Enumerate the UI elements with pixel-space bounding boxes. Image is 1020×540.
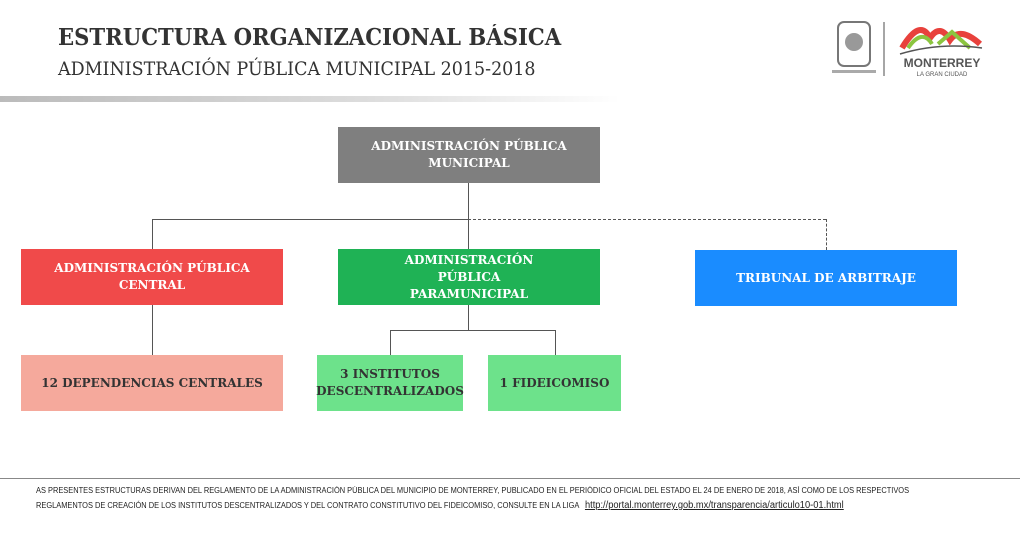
node-central: ADMINISTRACIÓN PÚBLICA CENTRAL xyxy=(21,249,283,305)
connector xyxy=(390,330,391,355)
svg-text:MONTERREY: MONTERREY xyxy=(904,56,981,70)
svg-text:LA GRAN CIUDAD: LA GRAN CIUDAD xyxy=(917,72,968,78)
footer-line-2: REGLAMENTOS DE CREACIÓN DE LOS INSTITUTO… xyxy=(36,501,580,510)
page-title: ESTRUCTURA ORGANIZACIONAL BÁSICA xyxy=(58,24,562,51)
node-institutos: 3 INSTITUTOS DESCENTRALIZADOS xyxy=(316,355,464,411)
connector xyxy=(152,305,153,355)
connector xyxy=(152,219,153,249)
connector xyxy=(468,305,469,330)
coat-of-arms-icon xyxy=(832,21,876,73)
dashed-connector xyxy=(826,219,827,250)
connector xyxy=(555,330,556,355)
connector xyxy=(390,330,555,331)
footer-line-1: AS PRESENTES ESTRUCTURAS DERIVAN DEL REG… xyxy=(36,486,910,495)
node-dependencias: 12 DEPENDENCIAS CENTRALES xyxy=(21,355,283,411)
footer-divider xyxy=(0,478,1020,479)
node-paramunicipal: ADMINISTRACIÓN PÚBLICA PARAMUNICIPAL xyxy=(338,249,600,305)
transparency-link[interactable]: http://portal.monterrey.gob.mx/transpare… xyxy=(584,500,844,511)
node-tribunal: TRIBUNAL DE ARBITRAJE xyxy=(695,250,957,306)
node-root: ADMINISTRACIÓN PÚBLICA MUNICIPAL xyxy=(338,127,600,183)
monterrey-logo: MONTERREY LA GRAN CIUDAD xyxy=(832,21,983,78)
node-fideicomiso: 1 FIDEICOMISO xyxy=(488,355,621,411)
footer-note: AS PRESENTES ESTRUCTURAS DERIVAN DEL REG… xyxy=(36,483,909,513)
dashed-connector xyxy=(468,219,826,220)
page-subtitle: ADMINISTRACIÓN PÚBLICA MUNICIPAL 2015-20… xyxy=(58,58,536,80)
connector xyxy=(152,219,468,220)
connector xyxy=(468,183,469,249)
header-divider xyxy=(0,96,620,102)
